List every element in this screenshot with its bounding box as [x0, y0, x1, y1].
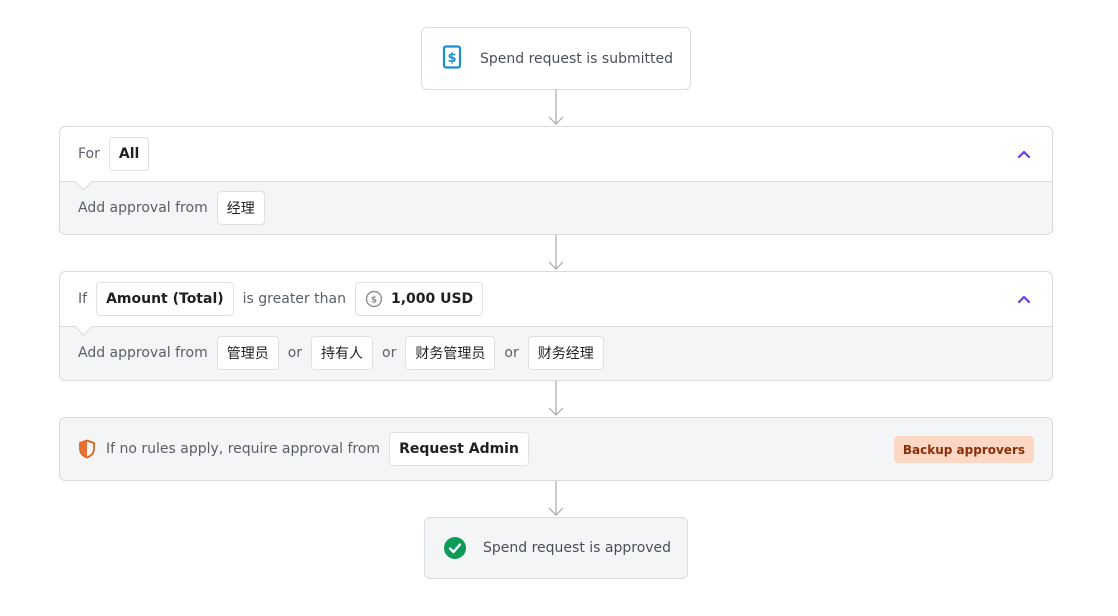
approver-chip[interactable]: 财务管理员: [405, 336, 496, 370]
end-node-label: Spend request is approved: [483, 540, 672, 556]
rule-for-all-header[interactable]: For All: [60, 127, 1052, 182]
flow-connector: [548, 90, 564, 126]
rule-amount: If Amount (Total) is greater than $ 1,00…: [59, 271, 1053, 381]
or-label: or: [504, 345, 519, 361]
flow-connector: [548, 381, 564, 417]
rule-amount-body: Add approval from 管理员 or 持有人 or 财务管理员 or…: [60, 327, 1052, 379]
amount-chip[interactable]: $ 1,000 USD: [354, 282, 484, 316]
amount-value: 1,000 USD: [390, 291, 474, 307]
start-node: $ Spend request is submitted: [421, 27, 691, 90]
backup-approvers-badge: Backup approvers: [893, 436, 1034, 463]
end-node: Spend request is approved: [424, 517, 688, 579]
scope-chip[interactable]: All: [108, 137, 150, 171]
flow-connector: [548, 235, 564, 271]
svg-text:$: $: [371, 296, 377, 306]
if-label: If: [78, 291, 88, 307]
approval-label: Add approval from: [78, 200, 208, 216]
for-label: For: [78, 146, 100, 162]
start-node-label: Spend request is submitted: [480, 50, 673, 67]
backup-approver-chip[interactable]: Request Admin: [389, 432, 529, 466]
rule-amount-header[interactable]: If Amount (Total) is greater than $ 1,00…: [60, 272, 1052, 327]
approver-chip[interactable]: 管理员: [216, 336, 279, 370]
coin-icon: $: [365, 290, 383, 308]
receipt-dollar-icon: $: [442, 44, 462, 73]
approver-chip[interactable]: 财务经理: [527, 336, 604, 370]
or-label: or: [287, 345, 303, 361]
approval-label: Add approval from: [78, 345, 208, 361]
flow-connector: [548, 481, 564, 517]
svg-text:$: $: [447, 51, 456, 66]
or-label: or: [382, 345, 397, 361]
approver-chip[interactable]: 持有人: [311, 336, 374, 370]
operator-label: is greater than: [242, 291, 346, 307]
chevron-up-icon[interactable]: [1016, 146, 1032, 162]
check-circle-icon: [443, 536, 467, 560]
chevron-up-icon[interactable]: [1016, 291, 1032, 307]
rule-for-all-body: Add approval from 经理: [60, 182, 1052, 234]
shield-icon: [78, 439, 96, 459]
backup-label: If no rules apply, require approval from: [106, 441, 381, 457]
backup-approvers-rule: If no rules apply, require approval from…: [59, 417, 1053, 481]
field-chip[interactable]: Amount (Total): [96, 282, 234, 316]
approver-chip[interactable]: 经理: [216, 191, 265, 225]
rule-for-all: For All Add approval from 经理: [59, 126, 1053, 235]
